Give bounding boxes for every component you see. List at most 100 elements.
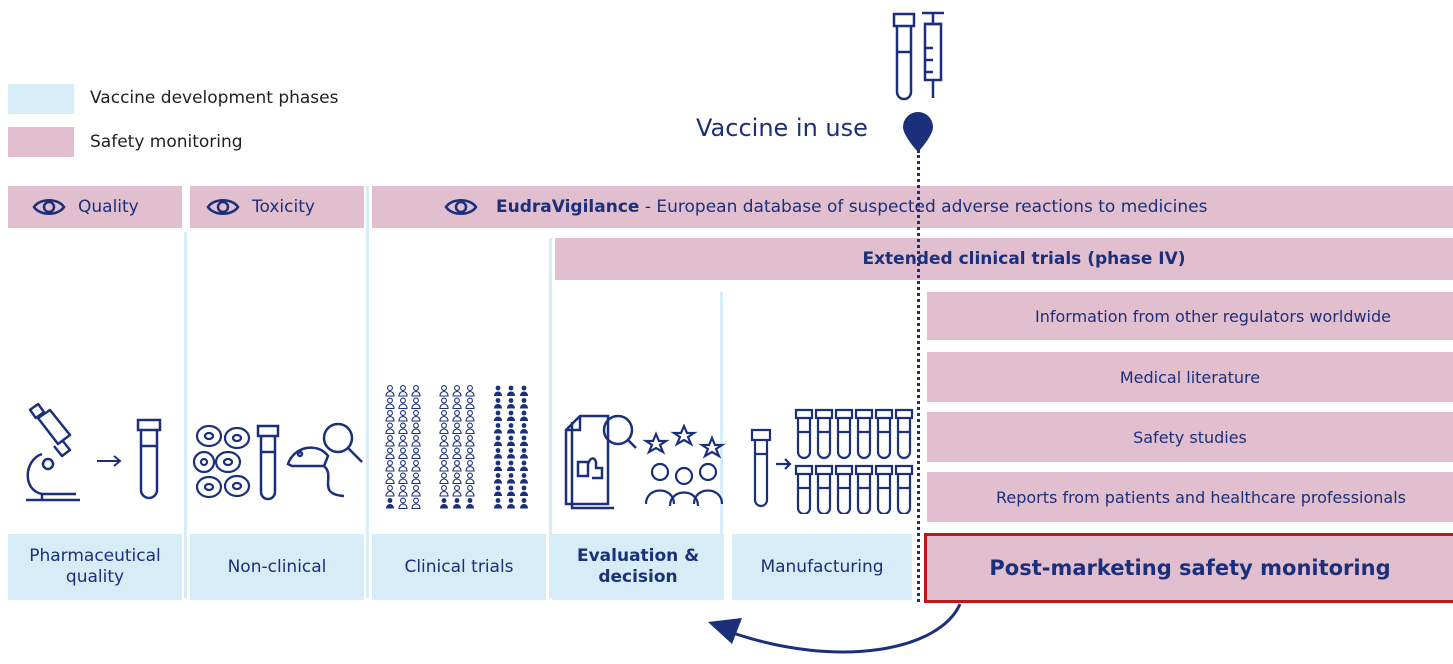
person-figure [398, 485, 408, 497]
phase-label: Pharmaceutical quality [29, 546, 161, 587]
eye-icon [444, 199, 478, 215]
person-figure [411, 472, 421, 485]
person-figure [520, 410, 528, 421]
person-figure [520, 423, 528, 434]
person-figure [439, 385, 449, 397]
person-figure [411, 410, 421, 422]
location-pin-icon [903, 112, 933, 152]
source-label-safety-studies: Safety studies [1133, 427, 1247, 447]
source-label-regulators: Information from other regulators worldw… [1035, 306, 1391, 326]
person-figure [385, 472, 395, 485]
person-figure [465, 485, 475, 497]
person-figure [398, 460, 408, 472]
arrow-right-icon [97, 455, 122, 467]
person-figure [507, 423, 515, 434]
phase-label: Clinical trials [404, 556, 514, 577]
person-figure [452, 397, 462, 410]
person-figure [385, 435, 395, 447]
person-figure [507, 435, 515, 446]
person-figure [398, 410, 408, 422]
test-tube-icon [256, 424, 280, 501]
person-figure [398, 447, 408, 460]
person-figure [452, 410, 462, 422]
person-figure [385, 410, 395, 422]
eudravigilance-description: - European database of suspected adverse… [639, 197, 1208, 217]
person-figure [452, 385, 462, 397]
source-label-reports: Reports from patients and healthcare pro… [995, 487, 1406, 507]
person-figure [507, 398, 515, 409]
person-figure [494, 473, 502, 484]
person-figure [465, 397, 475, 410]
person-figure [507, 410, 515, 421]
person-figure [494, 435, 502, 446]
person-figure [398, 435, 408, 447]
person-figure [494, 385, 502, 396]
person-figure [452, 485, 462, 497]
person-figure [439, 397, 449, 410]
extended-trials-bar: Extended clinical trials (phase IV) [555, 238, 1453, 280]
person-figure [494, 423, 502, 434]
person-figure [507, 448, 515, 459]
person-figure [494, 448, 502, 459]
person-figure [439, 447, 449, 460]
person-figure [453, 498, 461, 509]
person-figure [439, 472, 449, 485]
source-bar-regulators: Information from other regulators worldw… [927, 292, 1453, 340]
person-figure [385, 397, 395, 410]
phase-label: Manufacturing [760, 556, 884, 577]
legend-swatch-monitoring [8, 127, 74, 157]
eye-icon [206, 199, 240, 215]
toxicity-monitoring-bar: Toxicity [190, 186, 364, 228]
person-figure [520, 473, 528, 484]
person-figure [520, 448, 528, 459]
person-figure [439, 485, 449, 497]
phase-clinical-trials: Clinical trials [372, 534, 546, 600]
toxicity-label: Toxicity [252, 197, 315, 217]
person-figure [411, 435, 421, 447]
person-figure [439, 435, 449, 447]
person-figure [411, 460, 421, 472]
person-figure [439, 410, 449, 422]
committee-icon [642, 424, 726, 507]
eudravigilance-bar: EudraVigilance - European database of su… [372, 186, 1453, 228]
person-figure [452, 460, 462, 472]
source-label-literature: Medical literature [1119, 367, 1261, 387]
person-figure [439, 460, 449, 472]
person-figure [398, 472, 408, 485]
person-figure [520, 485, 528, 496]
test-tube-syringe-icon [892, 11, 944, 101]
person-figure [398, 422, 408, 435]
person-figure [507, 385, 515, 396]
person-figure [520, 435, 528, 446]
person-figure [411, 447, 421, 460]
person-figure [520, 498, 528, 509]
person-figure [494, 398, 502, 409]
person-figure [494, 485, 502, 496]
person-figure [507, 498, 515, 509]
quality-label: Quality [78, 197, 139, 217]
legend-label-monitoring: Safety monitoring [90, 132, 243, 152]
person-figure [439, 422, 449, 435]
person-figure [385, 485, 395, 497]
vaccine-in-use-label: Vaccine in use [696, 114, 868, 142]
quality-monitoring-bar: Quality [8, 186, 182, 228]
person-figure [466, 498, 474, 509]
person-figure [465, 385, 475, 397]
eudravigilance-name: EudraVigilance [496, 197, 640, 217]
source-bar-literature: Medical literature [927, 352, 1453, 402]
phase-post-marketing-safety-monitoring: Post-marketing safety monitoring [924, 533, 1453, 603]
mouse-magnifier-icon [286, 422, 363, 498]
person-figure [494, 460, 502, 471]
person-figure [465, 472, 475, 485]
person-figure [385, 460, 395, 472]
person-figure [452, 447, 462, 460]
person-figure [386, 498, 394, 509]
phase-pharmaceutical-quality: Pharmaceutical quality [8, 534, 182, 600]
legend-swatch-development [8, 84, 74, 114]
column-separator [366, 186, 369, 598]
phase-label: Evaluation & decision [576, 546, 700, 587]
person-figure [465, 410, 475, 422]
source-bar-reports: Reports from patients and healthcare pro… [927, 472, 1453, 522]
person-figure [385, 447, 395, 460]
person-figure [452, 422, 462, 435]
